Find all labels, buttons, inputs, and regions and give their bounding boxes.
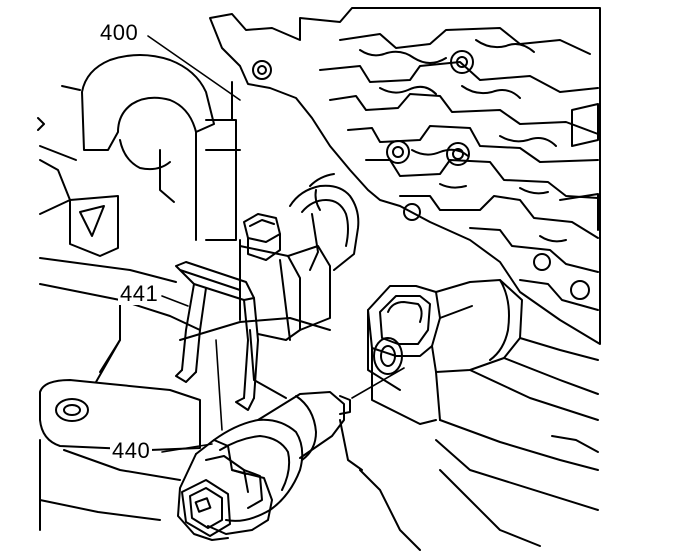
leader-line-441 [162, 296, 188, 306]
callout-label-441: 441 [118, 281, 161, 306]
speed-sensor [178, 392, 350, 540]
leader-line-441-lower [216, 340, 222, 430]
bolt-and-bracket [240, 174, 358, 340]
leader-line-400 [148, 36, 240, 100]
callout-label-440: 440 [110, 438, 153, 463]
leader-lines [148, 36, 404, 452]
leader-line-440 [162, 444, 212, 452]
valve-body [210, 8, 600, 344]
callout-label-400: 400 [98, 20, 141, 45]
leader-line-sensor-to-boss [352, 368, 404, 398]
transmission-case [38, 55, 330, 530]
sensor-boss [340, 280, 598, 550]
retainer-clip [176, 262, 258, 410]
